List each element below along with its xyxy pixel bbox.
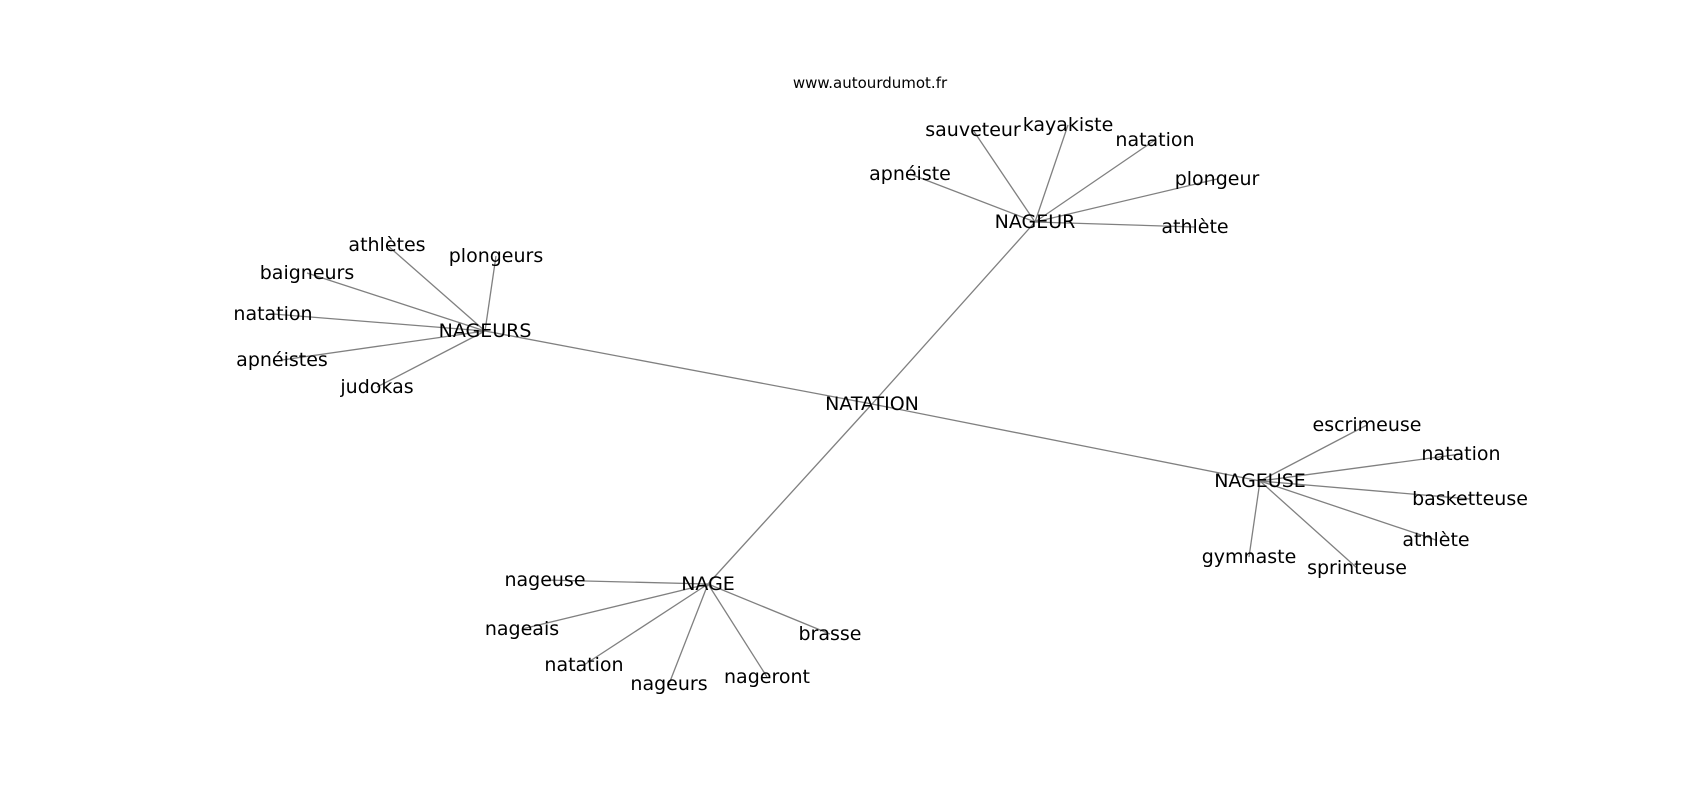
edge-nageuse-athlete xyxy=(1259,480,1437,541)
node-leaf-nageurs-natation: natation xyxy=(233,303,312,325)
node-leaf-nageurs-apneistes: apnéistes xyxy=(236,349,328,371)
node-leaf-nageuse-gymnaste: gymnaste xyxy=(1202,546,1297,568)
edge-nage-nageais xyxy=(521,583,709,630)
edge-nage-nageurs xyxy=(668,583,709,685)
source-watermark: www.autourdumot.fr xyxy=(793,74,948,92)
edge-nageur-plongeur xyxy=(1034,178,1218,223)
node-hub-nageuse: NAGEUSE xyxy=(1214,470,1306,492)
node-leaf-nageur-natation: natation xyxy=(1115,129,1194,151)
edge-nageur-kayakiste xyxy=(1034,124,1069,223)
node-leaf-nageurs-judokas: judokas xyxy=(339,376,413,398)
node-leaf-nageuse-escrimeuse: escrimeuse xyxy=(1313,414,1422,436)
node-leaf-nageuse-athlete: athlète xyxy=(1402,529,1469,551)
edge-nageurs-athletes xyxy=(386,244,486,332)
node-leaf-nageurs-athletes: athlètes xyxy=(348,234,425,256)
edge-nageurs-baigneurs xyxy=(306,272,486,332)
edge-center-nage xyxy=(707,403,873,585)
node-leaf-nageur-plongeur: plongeur xyxy=(1175,168,1260,190)
node-leaf-nage-brasse: brasse xyxy=(798,623,861,645)
node-leaf-nageurs-baigneurs: baigneurs xyxy=(260,262,355,284)
node-leaf-nage-nageuse: nageuse xyxy=(504,569,585,591)
edge-nageur-athlete xyxy=(1034,221,1196,228)
edge-center-nageurs xyxy=(484,330,873,405)
node-leaf-nageuse-basketteuse: basketteuse xyxy=(1412,488,1528,510)
edge-nageur-sauveteur xyxy=(972,129,1036,223)
edge-nage-nageront xyxy=(707,583,768,678)
node-center: NATATION xyxy=(825,393,919,415)
node-leaf-nageur-sauveteur: sauveteur xyxy=(925,119,1021,141)
edge-nageuse-escrimeuse xyxy=(1259,424,1368,482)
node-leaf-nage-nageront: nageront xyxy=(724,666,810,688)
edge-nageur-natation xyxy=(1034,139,1156,223)
node-leaf-nage-natation: natation xyxy=(544,654,623,676)
edge-nageuse-sprinteuse xyxy=(1259,480,1358,569)
node-leaf-nageur-athlete: athlète xyxy=(1161,216,1228,238)
node-leaf-nage-nageurs: nageurs xyxy=(630,673,707,695)
node-leaf-nageuse-natation: natation xyxy=(1421,443,1500,465)
edges xyxy=(272,124,1471,685)
node-hub-nageurs: NAGEURS xyxy=(439,320,532,342)
edge-nageurs-apneistes xyxy=(281,330,486,361)
edge-nageurs-natation xyxy=(272,313,486,332)
edge-center-nageuse xyxy=(871,403,1261,482)
node-leaf-nageuse-sprinteuse: sprinteuse xyxy=(1307,557,1407,579)
edge-nageurs-judokas xyxy=(376,330,486,388)
edge-nage-natation xyxy=(583,583,709,666)
node-leaf-nageurs-plongeurs: plongeurs xyxy=(449,245,544,267)
edge-nageuse-gymnaste xyxy=(1248,480,1261,558)
edge-nage-nageuse xyxy=(544,579,709,585)
edge-nageuse-basketteuse xyxy=(1259,480,1471,500)
edge-nageuse-natation xyxy=(1259,453,1462,482)
edge-center-nageur xyxy=(871,221,1036,405)
edge-nageurs-plongeurs xyxy=(484,255,497,332)
edge-nage-brasse xyxy=(707,583,831,635)
node-leaf-nageur-apneiste: apnéiste xyxy=(869,163,951,185)
node-leaf-nageur-kayakiste: kayakiste xyxy=(1023,114,1114,136)
node-hub-nage: NAGE xyxy=(681,573,735,595)
node-leaf-nage-nageais: nageais xyxy=(485,618,559,640)
node-hub-nageur: NAGEUR xyxy=(995,211,1076,233)
edge-nageur-apneiste xyxy=(909,173,1036,223)
